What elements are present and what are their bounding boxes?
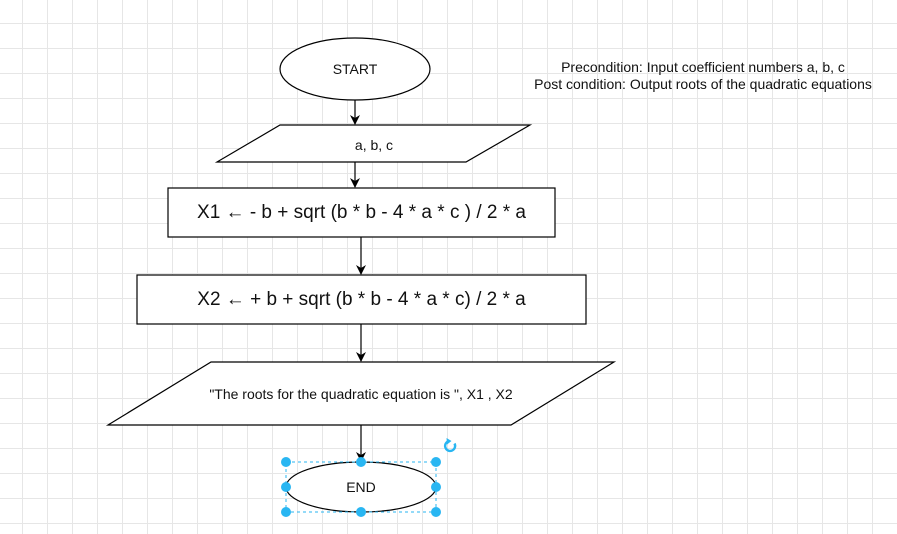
input-label: a, b, c: [354, 137, 394, 153]
resize-handle-middle-right[interactable]: [431, 482, 441, 492]
end-label: END: [346, 479, 376, 495]
output-parallelogram[interactable]: [105, 361, 617, 426]
x1-process-label: X1 ← - b + sqrt (b * b - 4 * a * c ) / 2…: [197, 202, 526, 223]
resize-handle-top-right[interactable]: [431, 457, 441, 467]
x1-process-box[interactable]: [167, 187, 556, 238]
x2-process-label: X2 ← + b + sqrt (b * b - 4 * a * c) / 2 …: [197, 289, 526, 310]
resize-handle-bottom-left[interactable]: [281, 507, 291, 517]
precondition-note[interactable]: Precondition: Input coefficient numbers …: [561, 59, 845, 75]
output-label: "The roots for the quadratic equation is…: [209, 386, 513, 402]
x2-process-box[interactable]: [136, 274, 587, 325]
resize-handle-bottom-center[interactable]: [356, 507, 366, 517]
resize-handle-top-center[interactable]: [356, 457, 366, 467]
rotate-icon[interactable]: [443, 438, 457, 453]
resize-handle-bottom-right[interactable]: [431, 507, 441, 517]
start-label: START: [332, 61, 378, 77]
input-parallelogram[interactable]: [214, 124, 533, 163]
resize-handle-top-left[interactable]: [281, 457, 291, 467]
postcondition-note[interactable]: Post condition: Output roots of the quad…: [534, 76, 872, 92]
resize-handle-middle-left[interactable]: [281, 482, 291, 492]
